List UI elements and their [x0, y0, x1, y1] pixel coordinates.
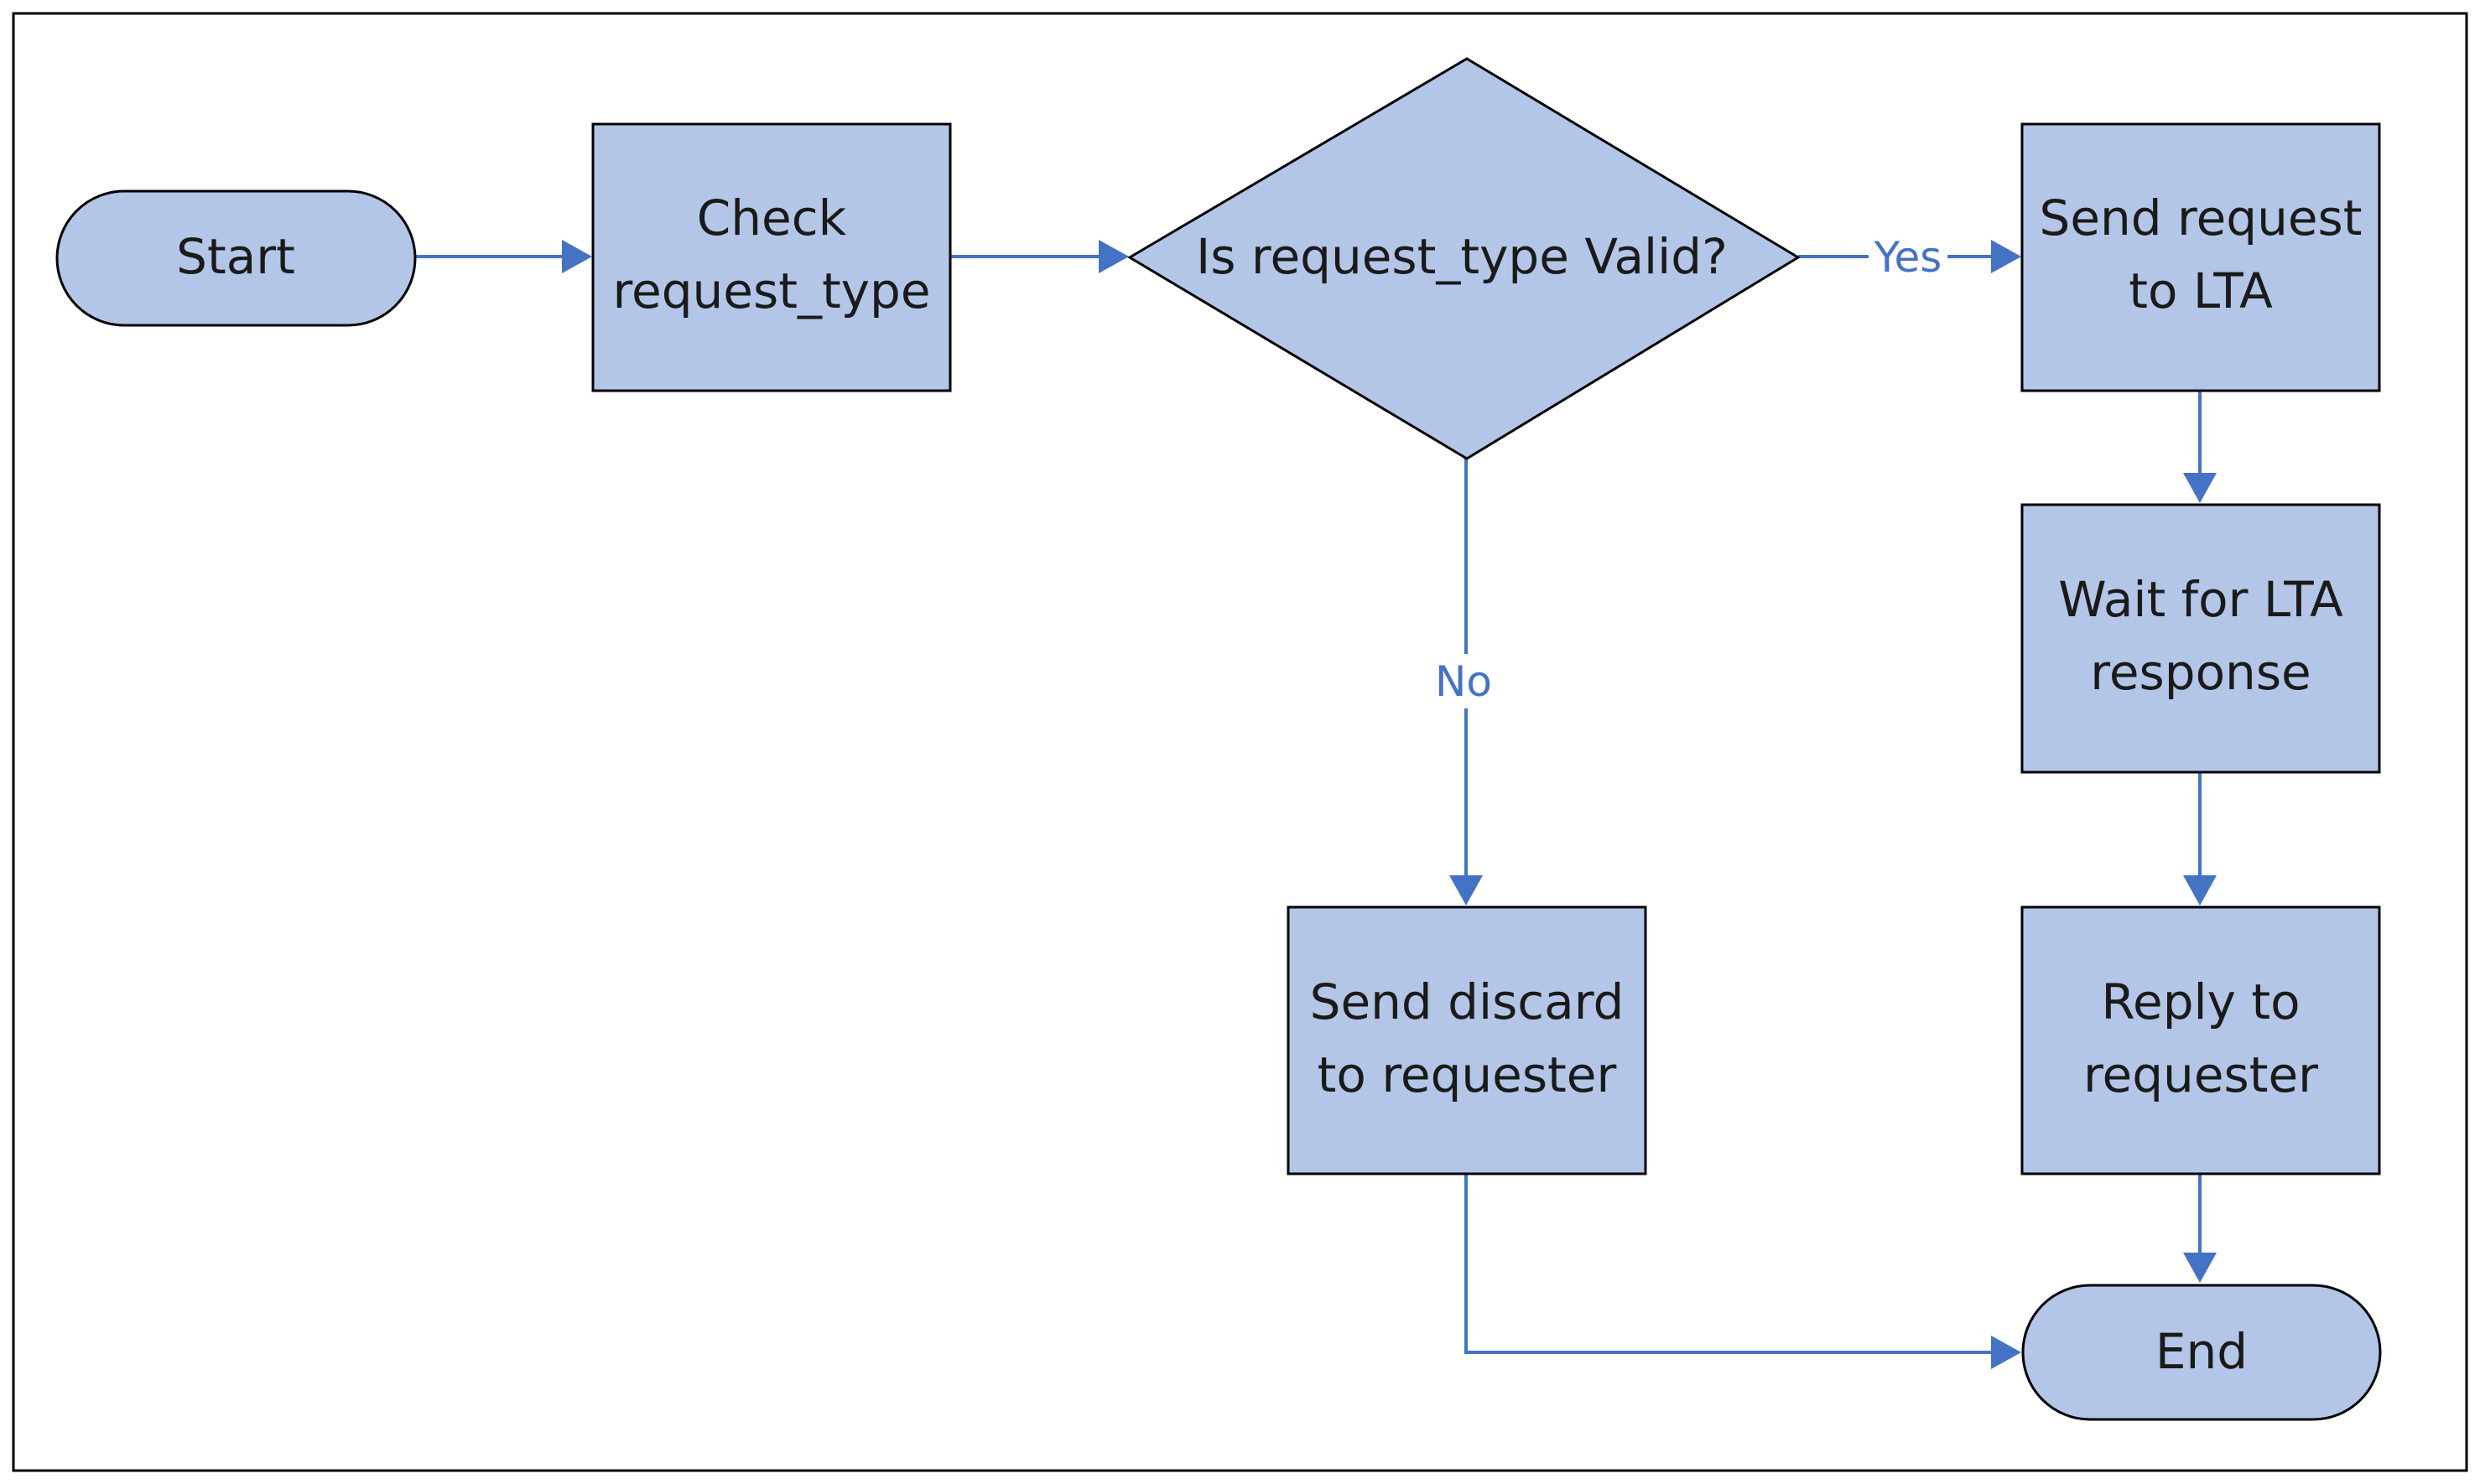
- decision-shape: [1127, 57, 1801, 460]
- arrowhead: [562, 240, 592, 273]
- edge-discard-to-end: [1464, 1174, 1993, 1354]
- process-shape: [1287, 905, 1647, 1175]
- process-shape: [2020, 122, 2381, 392]
- arrowhead: [1099, 240, 1129, 273]
- arrowhead: [1991, 1336, 2021, 1369]
- node-send-request: Send request to LTA: [2020, 122, 2381, 392]
- arrowhead: [1449, 875, 1483, 905]
- node-decision-label: Is request_type Valid?: [1196, 228, 1728, 285]
- node-start: Start: [55, 189, 417, 327]
- node-check-request-type: Check request_type: [591, 122, 952, 392]
- arrowhead: [2183, 875, 2217, 905]
- node-reply-label-line-1: Reply to: [2101, 973, 2300, 1030]
- process-shape: [591, 122, 952, 392]
- terminal-shape: [55, 189, 417, 327]
- node-wait: Wait for LTA response: [2020, 503, 2381, 774]
- node-wait-label-line-1: Wait for LTA: [2058, 571, 2343, 628]
- terminal-shape: [2021, 1284, 2382, 1421]
- edges: [415, 240, 2217, 1369]
- yes-label: Yes: [1874, 233, 1942, 282]
- node-discard-label-line-1: Send discard: [1310, 973, 1625, 1030]
- node-start-label: Start: [176, 228, 295, 285]
- node-send-request-label-line-1: Send request: [2040, 189, 2363, 246]
- no-label: No: [1435, 657, 1492, 706]
- node-discard: Send discard to requester: [1287, 905, 1647, 1175]
- node-reply-label-line-2: requester: [2083, 1046, 2318, 1103]
- node-reply: Reply to requester: [2020, 905, 2381, 1175]
- node-wait-label-line-2: response: [2090, 644, 2311, 701]
- arrowhead: [2183, 473, 2217, 503]
- process-shape: [2020, 905, 2381, 1175]
- node-discard-label-line-2: to requester: [1318, 1046, 1617, 1103]
- arrowhead: [1991, 240, 2021, 273]
- arrowhead: [2183, 1253, 2217, 1283]
- node-check-label-line-2: request_type: [612, 262, 930, 319]
- node-decision: Is request_type Valid?: [1127, 57, 1801, 460]
- node-end: End: [2021, 1284, 2382, 1421]
- node-check-label-line-1: Check: [697, 189, 847, 246]
- node-send-request-label-line-2: to LTA: [2129, 262, 2273, 319]
- process-shape: [2020, 503, 2381, 774]
- node-end-label: End: [2155, 1323, 2248, 1380]
